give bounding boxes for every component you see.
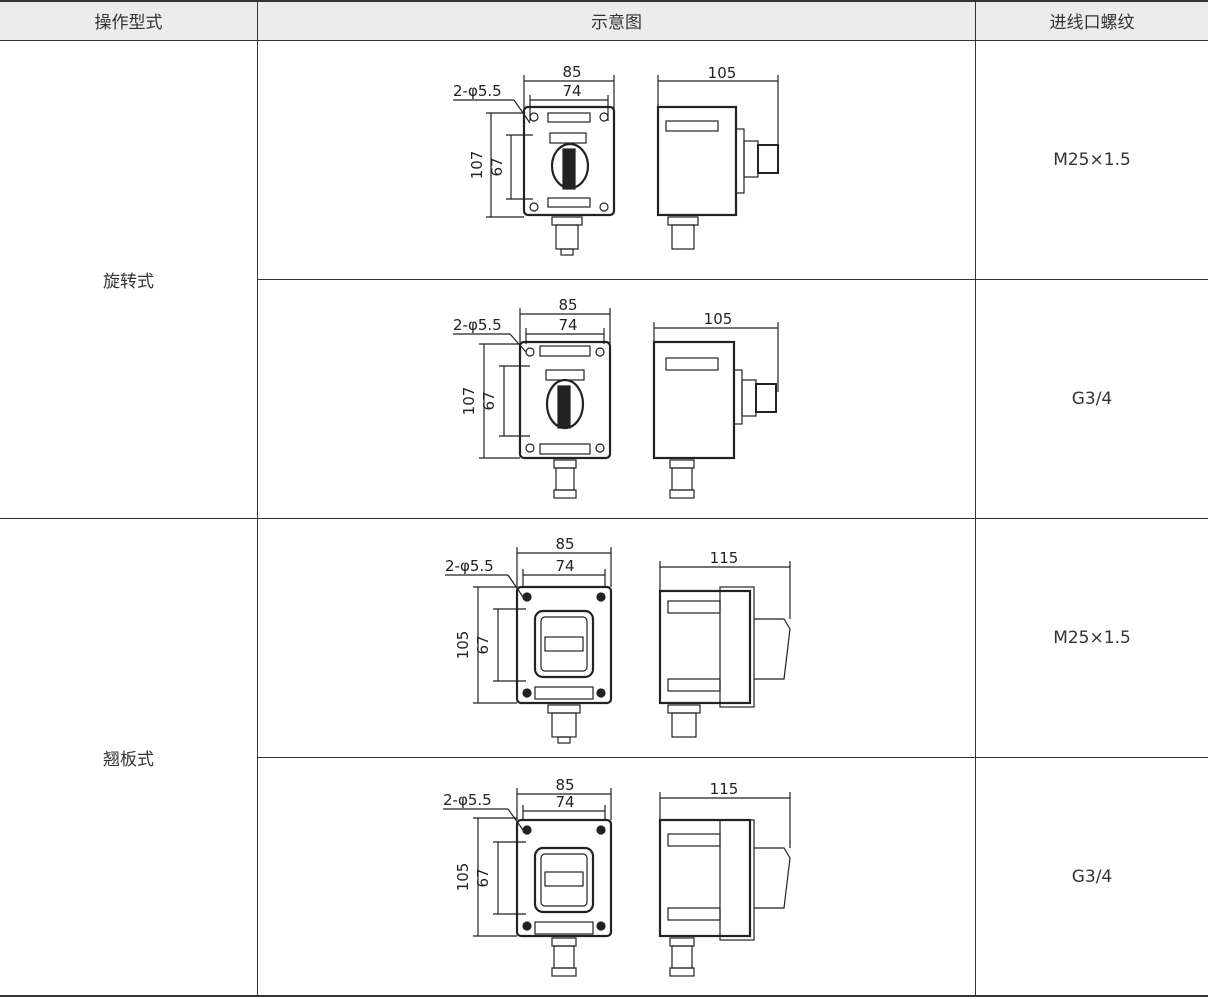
dim-width-outer: 85 [555, 776, 574, 794]
thread-cell: M25×1.5 [1053, 628, 1131, 648]
dim-depth: 115 [710, 780, 739, 798]
technical-drawing: 85 74 2-φ5.5 105 67 115 [443, 776, 791, 977]
dim-width-inner: 74 [555, 793, 574, 811]
table-top-border [0, 0, 1208, 2]
header-diagram: 示意图 [258, 0, 975, 40]
dim-height-inner: 67 [480, 391, 498, 410]
dim-hole: 2-φ5.5 [453, 316, 502, 334]
dim-width-outer: 85 [562, 63, 581, 81]
dim-height-inner: 67 [488, 157, 506, 176]
table-bottom-border [0, 995, 1208, 997]
dim-width-outer: 85 [558, 296, 577, 314]
operation-cell-rotary: 旋转式 [103, 272, 154, 292]
dim-width-inner: 74 [562, 82, 581, 100]
diagram-cell: 85 74 2-φ5.5 105 67 115 [258, 519, 975, 757]
group-divider [0, 518, 1208, 519]
dim-depth: 115 [710, 549, 739, 567]
diagram-cell: 85 74 2-φ5.5 105 67 115 [258, 758, 975, 995]
thread-cell: G3/4 [1071, 389, 1113, 409]
row-divider-1 [257, 279, 1208, 280]
thread-cell: G3/4 [1071, 866, 1113, 887]
dim-width-inner: 74 [558, 316, 577, 334]
col-divider-2 [975, 0, 976, 997]
technical-drawing: 85 74 2-φ5.5 105 67 115 [445, 535, 791, 744]
dim-depth: 105 [704, 310, 733, 328]
dim-height-inner: 67 [474, 635, 492, 654]
diagram-cell: 85 74 2-φ5.5 107 67 105 [258, 280, 975, 518]
dim-height-outer: 107 [468, 151, 486, 180]
header-thread: 进线口螺纹 [976, 0, 1208, 40]
header-operation: 操作型式 [0, 0, 257, 40]
col-divider-1 [257, 0, 258, 997]
dim-width-inner: 74 [555, 557, 574, 575]
diagram-cell: 85 74 2-φ5.5 107 67 [258, 41, 975, 279]
dim-hole: 2-φ5.5 [443, 791, 492, 809]
dim-height-outer: 105 [454, 863, 472, 892]
dim-height-outer: 105 [454, 631, 472, 660]
row-divider-3 [257, 757, 1208, 758]
dim-depth: 105 [708, 64, 737, 82]
technical-drawing: 85 74 2-φ5.5 107 67 [453, 63, 779, 256]
operation-cell-rocker: 翘板式 [103, 749, 154, 770]
dim-hole: 2-φ5.5 [453, 82, 502, 100]
dim-height-outer: 107 [460, 387, 478, 416]
header-bottom-border [0, 40, 1208, 41]
thread-cell: M25×1.5 [1053, 150, 1131, 170]
dim-hole: 2-φ5.5 [445, 557, 494, 575]
dim-width-outer: 85 [555, 535, 574, 553]
technical-drawing: 85 74 2-φ5.5 107 67 105 [453, 296, 779, 499]
dim-height-inner: 67 [474, 868, 492, 887]
